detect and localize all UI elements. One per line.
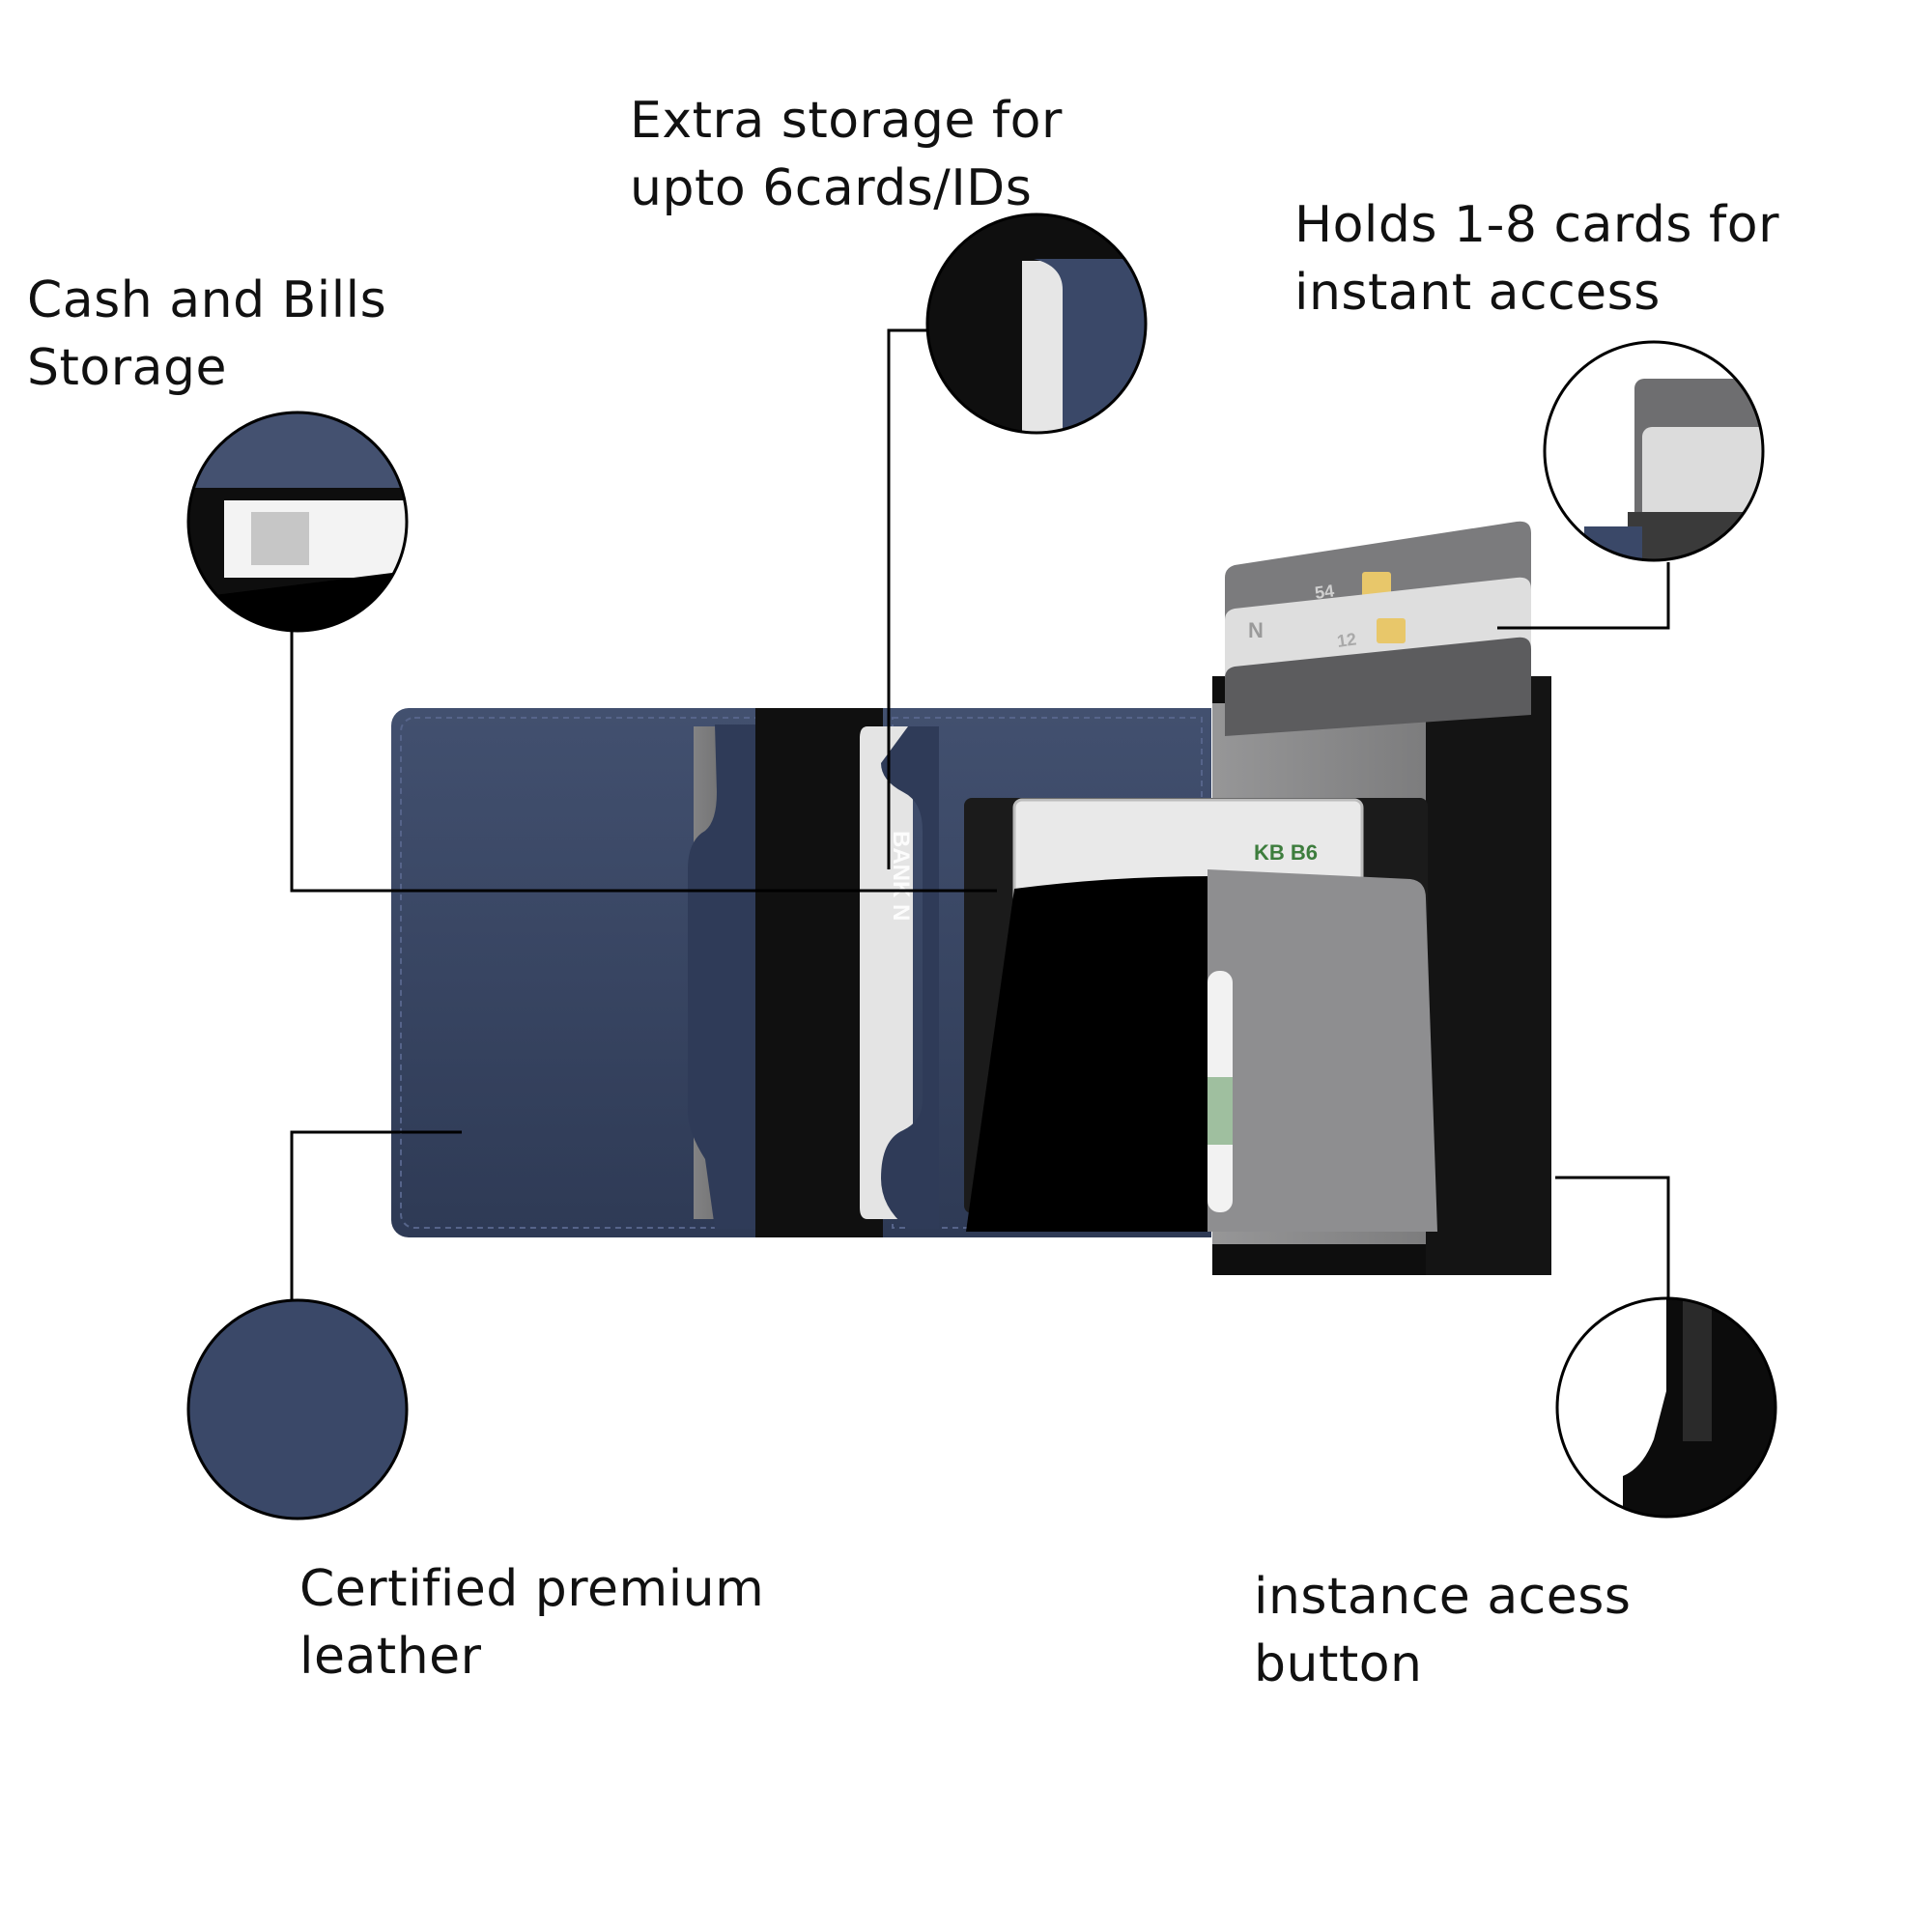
- callout-holds-line1: Holds 1-8 cards for: [1294, 196, 1780, 254]
- callout-holds-line2: instant access: [1294, 264, 1661, 322]
- callout-cash-line2: Storage: [27, 339, 227, 397]
- callout-card-holder: Holds 1-8 cards for instant access: [1294, 191, 1779, 327]
- bill-text: KB B6: [1254, 840, 1318, 865]
- callout-button-line1: instance acess: [1254, 1568, 1632, 1626]
- callout-extra-line2: upto 6cards/IDs: [630, 159, 1033, 217]
- callout-leather: Certified premium leather: [299, 1555, 764, 1690]
- zoom-extra-storage-detail: [925, 213, 1148, 435]
- callout-leather-line2: leather: [299, 1628, 482, 1686]
- zoom-leather-detail: [186, 1298, 409, 1520]
- card-digits-light: 12: [1336, 629, 1358, 651]
- cash-pouch: KB B6: [964, 798, 1437, 1232]
- leader-leather: [290, 1130, 462, 1300]
- leader-holds: [1497, 562, 1670, 630]
- left-slot-pocket: [688, 724, 755, 1229]
- leader-extra: [887, 328, 927, 869]
- callout-cash-storage: Cash and Bills Storage: [27, 267, 386, 402]
- card-initial: N: [1248, 618, 1264, 642]
- right-slot-pocket: [881, 726, 939, 1229]
- leader-lines: [290, 328, 1670, 1300]
- callout-cash-line1: Cash and Bills: [27, 271, 387, 329]
- callout-extra-storage: Extra storage for upto 6cards/IDs: [630, 87, 1063, 222]
- zoom-card-holder-detail: [1543, 340, 1765, 562]
- callout-access-button: instance acess button: [1254, 1563, 1631, 1698]
- card-in-right-slot: BANK N: [860, 726, 914, 1219]
- callout-extra-line1: Extra storage for: [630, 92, 1063, 150]
- callout-button-line2: button: [1254, 1635, 1423, 1693]
- zoom-access-button-detail: [1555, 1296, 1777, 1519]
- leader-button: [1555, 1176, 1670, 1300]
- leather-left-panel: [391, 708, 778, 1237]
- ejected-cards: 54 12 N: [1225, 521, 1531, 736]
- callout-leather-line1: Certified premium: [299, 1560, 765, 1618]
- card-digits-dark: 54: [1314, 581, 1336, 603]
- leader-cash: [290, 631, 997, 893]
- zoom-cash-detail: [186, 411, 409, 633]
- card-brand-text-right: BANK N: [888, 831, 914, 921]
